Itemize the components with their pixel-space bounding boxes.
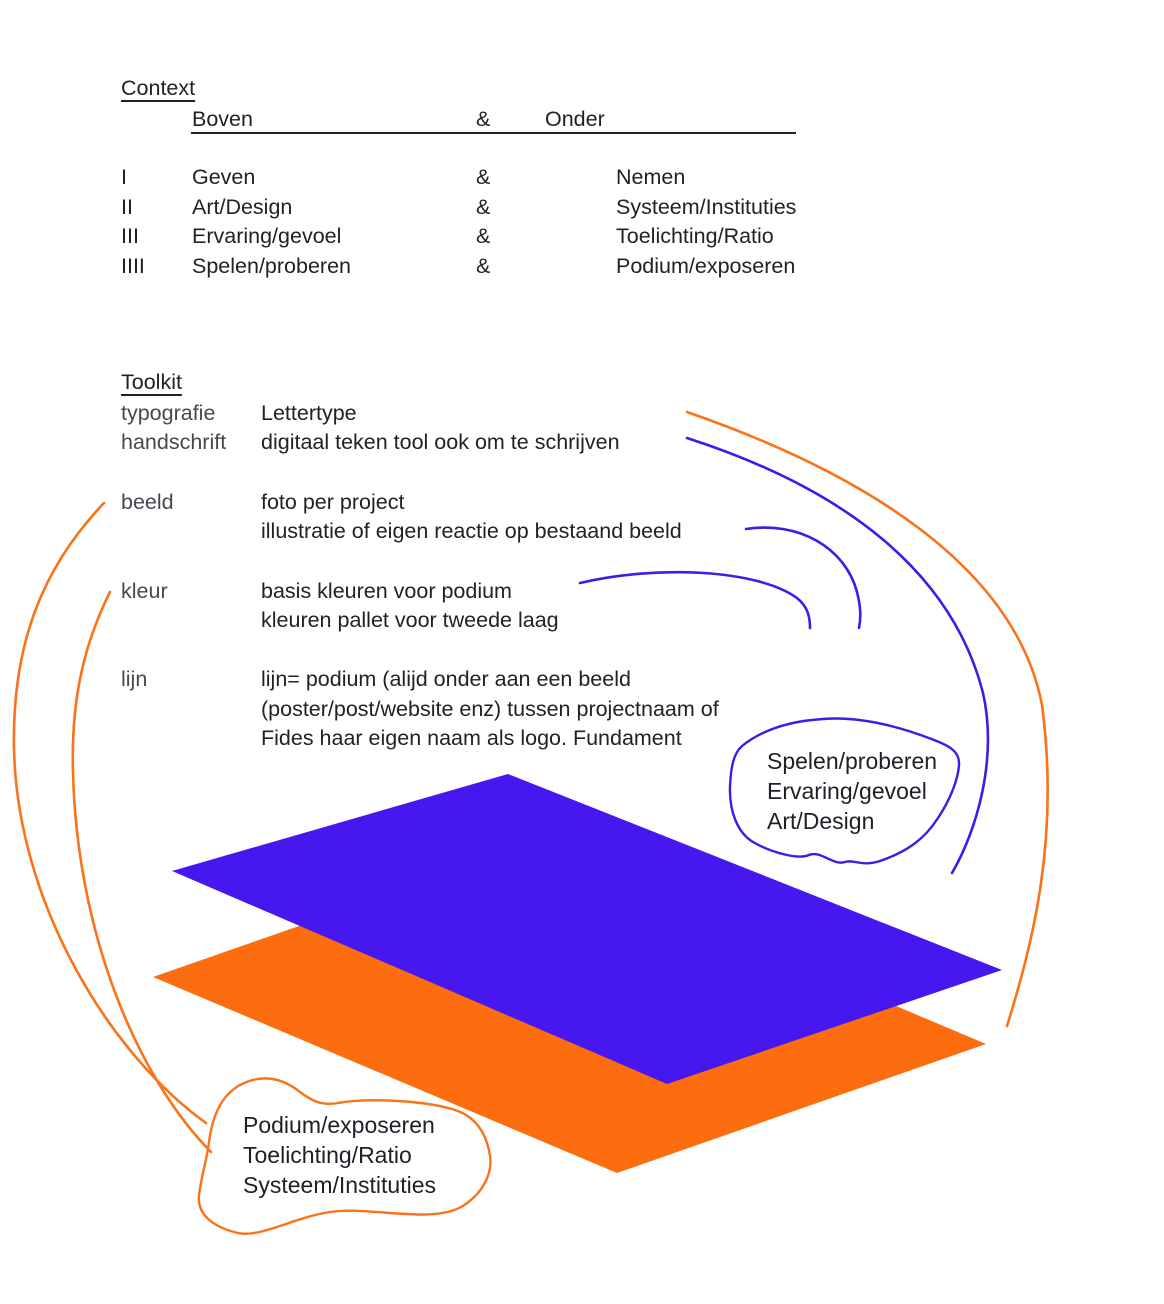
context-row-3: III Ervaring/gevoel & Toelichting/Ratio [121,223,774,249]
blob-label-line: Spelen/proberen [767,748,938,774]
toolkit-def: Fides haar eigen naam als logo. Fundamen… [261,726,682,750]
blob-label-line: Ervaring/gevoel [767,778,927,804]
blue-curve-kleur [578,570,812,630]
context-header-rule [191,132,796,134]
row-amp: & [476,195,491,219]
orange-arc-right [685,410,1050,1028]
context-header-amp: & [476,107,491,131]
toolkit-def: Lettertype [261,401,357,425]
toolkit-def: kleuren pallet voor tweede laag [261,608,559,632]
blue-blob-outline [728,717,961,865]
context-header-row: Boven & Onder [192,106,605,132]
toolkit-def: (poster/post/website enz) tussen project… [261,697,719,721]
toolkit-def: lijn= podium (alijd onder aan een beeld [261,667,631,691]
blue-arc-right [685,436,990,875]
blue-blob-label: Spelen/proberen Ervaring/gevoel Art/Desi… [767,746,937,836]
orange-arc-left-inner [71,590,213,1154]
row-numeral: II [121,195,133,219]
toolkit-def: basis kleuren voor podium [261,579,512,603]
toolkit-term-beeld: beeld [121,490,174,514]
context-title: Context [121,76,196,100]
row-boven: Spelen/proberen [192,254,351,278]
toolkit-def: foto per project [261,490,405,514]
blob-label-line: Art/Design [767,808,875,834]
context-header-boven: Boven [192,107,253,131]
row-boven: Art/Design [192,195,293,219]
blob-label-line: Podium/exposeren [243,1112,435,1138]
context-row-4: IIII Spelen/proberen & Podium/exposeren [121,253,795,279]
row-onder: Nemen [616,165,686,189]
context-header-onder: Onder [545,107,605,131]
toolkit-title: Toolkit [121,370,182,394]
toolkit-term-typografie: typografie [121,401,216,425]
context-row-1: I Geven & Nemen [121,164,685,190]
toolkit-term-lijn: lijn [121,667,148,691]
row-boven: Ervaring/gevoel [192,224,342,248]
context-row-2: II Art/Design & Systeem/Instituties [121,194,796,220]
toolkit-def: illustratie of eigen reactie op bestaand… [261,519,682,543]
row-amp: & [476,224,491,248]
row-boven: Geven [192,165,256,189]
toolkit-def: digitaal teken tool ook om te schrijven [261,430,620,454]
blob-label-line: Systeem/Instituties [243,1172,437,1198]
row-numeral: I [121,165,127,189]
row-numeral: III [121,224,139,248]
row-onder: Toelichting/Ratio [616,224,774,248]
row-onder: Podium/exposeren [616,254,796,278]
row-amp: & [476,165,491,189]
blue-curve-beeld [744,526,862,630]
orange-blob-label: Podium/exposeren Toelichting/Ratio Syste… [243,1110,436,1200]
toolkit-term-kleur: kleur [121,579,168,603]
blob-label-line: Toelichting/Ratio [243,1142,412,1168]
toolkit-term-handschrift: handschrift [121,430,227,454]
row-onder: Systeem/Instituties [616,195,797,219]
row-numeral: IIII [121,254,145,278]
blue-layer-sheet [172,774,1002,1084]
orange-blob-outline [197,1077,492,1235]
orange-arc-left-outer [12,501,208,1125]
row-amp: & [476,254,491,278]
